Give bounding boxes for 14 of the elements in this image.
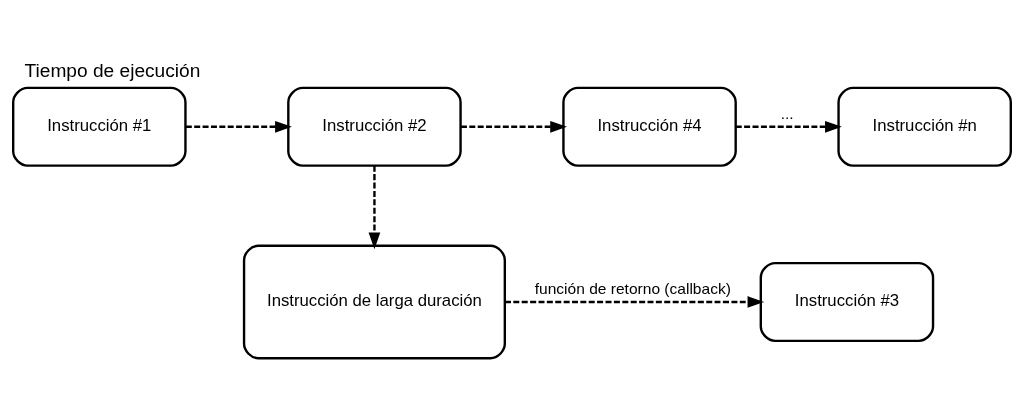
- node-box: Instrucción #1: [12, 86, 187, 167]
- node-box: Instrucción #4: [562, 86, 737, 167]
- node-box: Instrucción #3: [759, 261, 935, 342]
- arrow: [185, 120, 292, 133]
- diagram-title: Tiempo de ejecución: [24, 59, 201, 81]
- node-box: Instrucción #n: [837, 86, 1012, 167]
- node-box: Instrucción de larga duración: [242, 244, 506, 359]
- node-box: Instrucción #2: [287, 86, 462, 167]
- arrow: [460, 120, 567, 133]
- arrow: [505, 295, 765, 308]
- edge-label: ...: [780, 104, 794, 122]
- edge-label: función de retorno (callback): [534, 279, 731, 297]
- arrow: [735, 120, 842, 133]
- arrow: [368, 165, 381, 249]
